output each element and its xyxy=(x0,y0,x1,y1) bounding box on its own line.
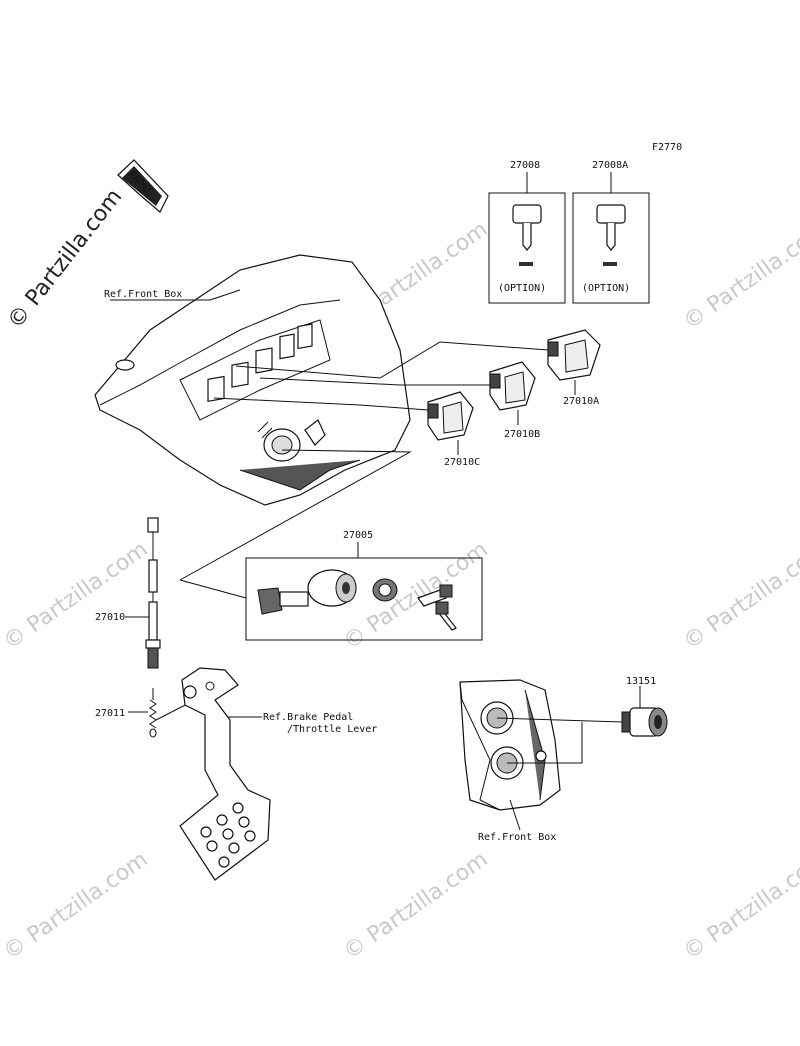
ignition-nut xyxy=(372,578,398,602)
socket-icon xyxy=(621,707,668,737)
brake-switch xyxy=(145,517,161,669)
leader-line xyxy=(235,341,549,379)
part-27010C: 27010C xyxy=(444,457,480,468)
option-label-a: (OPTION) xyxy=(498,283,546,294)
leader-line xyxy=(496,717,623,723)
key-option-box-b: (OPTION) xyxy=(572,172,650,304)
ignition-assy-box xyxy=(245,557,483,641)
part-13151: 13151 xyxy=(626,676,656,687)
front-box-lower xyxy=(459,679,561,811)
part-27010: 27010 xyxy=(95,612,125,623)
watermark: © Partzilla.com xyxy=(339,537,492,655)
brake-pedal xyxy=(179,667,271,881)
watermark: © Partzilla.com xyxy=(679,217,800,335)
leader-line xyxy=(213,397,429,411)
part-27005: 27005 xyxy=(343,530,373,541)
part-27011: 27011 xyxy=(95,708,125,719)
key-option-box-a: (OPTION) xyxy=(488,172,566,304)
figure-code: F2770 xyxy=(652,142,682,153)
rocker-switch-27010C xyxy=(427,391,474,441)
part-27010A: 27010A xyxy=(563,396,599,407)
ref-front-box-top: Ref.Front Box xyxy=(104,289,182,300)
rocker-switch-27010A xyxy=(547,329,601,381)
rocker-switch-27010B xyxy=(489,361,536,411)
ignition-keys-icon xyxy=(417,584,457,631)
option-label-b: (OPTION) xyxy=(582,283,630,294)
watermark: © Partzilla.com xyxy=(0,537,153,655)
leader-line xyxy=(259,377,490,386)
front-box-panel xyxy=(94,254,411,506)
ignition-switch xyxy=(257,569,357,615)
watermark: © Partzilla.com xyxy=(339,847,492,965)
leader-line xyxy=(507,722,583,764)
leader-line xyxy=(179,449,412,581)
watermark: © Partzilla.com xyxy=(679,537,800,655)
watermark: © Partzilla.com xyxy=(0,847,153,965)
ref-throttle-lever: /Throttle Lever xyxy=(287,724,377,735)
watermark: © Partzilla.com xyxy=(679,847,800,965)
part-27008: 27008 xyxy=(510,160,540,171)
part-27010B: 27010B xyxy=(504,429,540,440)
part-27008A: 27008A xyxy=(592,160,628,171)
spring xyxy=(149,688,157,738)
ref-front-box-bottom: Ref.Front Box xyxy=(478,832,556,843)
watermark-layer: © Partzilla.com © Partzilla.com © Partzi… xyxy=(0,217,800,965)
front-arrow-icon: FRONT xyxy=(117,159,169,213)
ref-brake-pedal: Ref.Brake Pedal xyxy=(263,712,353,723)
watermark-logo: © Partzilla.com xyxy=(3,185,127,334)
